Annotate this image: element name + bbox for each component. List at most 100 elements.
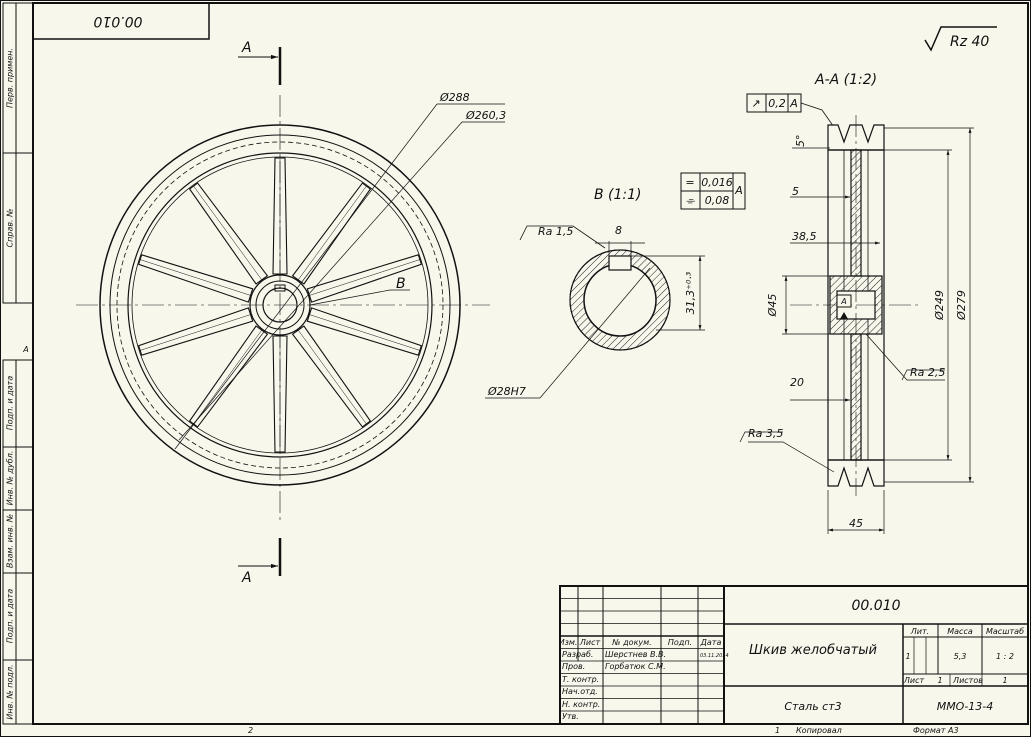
footer-copy-no: 1 bbox=[775, 726, 780, 735]
role-1: Разраб. bbox=[562, 650, 593, 659]
sheets-value: 1 bbox=[1002, 676, 1007, 685]
name-1: Шерстнев В.В. bbox=[605, 650, 666, 659]
section-letter-top: A bbox=[241, 40, 252, 56]
title-name: Шкив желобчатый bbox=[749, 643, 877, 658]
dim-angle: 5° bbox=[794, 135, 807, 148]
section-roughness-2: Ra 3,5 bbox=[748, 427, 783, 440]
role-6: Утв. bbox=[562, 712, 579, 721]
spoke bbox=[137, 307, 254, 356]
hdr-sign: Подп. bbox=[668, 638, 692, 647]
tol-symbol-2: ⌯ bbox=[686, 194, 696, 207]
section-title: A-A (1:2) bbox=[814, 72, 877, 88]
spoke-axis bbox=[193, 329, 263, 425]
roughness-general: Rz 40 bbox=[924, 26, 997, 52]
dim-20: 20 bbox=[790, 376, 804, 389]
spoke-axis bbox=[297, 329, 367, 425]
side-stamp-labels: Перв. примен. Справ. № Подп. и дата Инв.… bbox=[6, 48, 29, 720]
spoke-axis bbox=[140, 259, 251, 296]
scale-label: Масштаб bbox=[986, 627, 1024, 636]
spoke bbox=[272, 335, 288, 453]
stamp-label-3: Подп. и дата bbox=[6, 376, 15, 431]
datum-a-letter: A bbox=[840, 297, 846, 306]
roughness-general-text: Rz 40 bbox=[950, 34, 989, 50]
dim-38-5: 38,5 bbox=[792, 230, 817, 243]
mass-label: Масса bbox=[947, 627, 973, 636]
bore-diameter: Ø28H7 bbox=[487, 385, 526, 398]
side-stamp-column bbox=[2, 2, 34, 725]
tol-symbol-1: = bbox=[685, 176, 694, 189]
name-2: Горбатюк С.М. bbox=[605, 662, 666, 671]
detail-b-label: B bbox=[396, 276, 406, 292]
hdr-list: Лист bbox=[579, 638, 601, 647]
spoke bbox=[306, 307, 423, 356]
section-dimensions bbox=[739, 127, 974, 534]
role-4: Нач.отд. bbox=[562, 687, 598, 696]
section-roughness-1: Ra 2,5 bbox=[910, 366, 945, 379]
spoke bbox=[306, 254, 423, 303]
section-mark-bottom: A bbox=[238, 538, 282, 586]
spoke-axis bbox=[309, 259, 420, 296]
spoke bbox=[188, 182, 269, 285]
spoke-axis bbox=[297, 185, 367, 281]
section-letter-bottom: A bbox=[241, 570, 252, 586]
dim-outer-diameter: Ø288 bbox=[439, 91, 470, 104]
stamp-label-1: Перв. примен. bbox=[6, 48, 15, 108]
title-code: 00.010 bbox=[852, 598, 901, 614]
main-view-dimensions bbox=[174, 103, 505, 450]
tolerance-frame: = 0,016 A ⌯ 0,08 bbox=[680, 172, 746, 210]
tol-value-1: 0,016 bbox=[701, 176, 733, 189]
spoke-axis bbox=[193, 185, 263, 281]
tol-value-2: 0,08 bbox=[705, 194, 730, 207]
mass-value: 5,3 bbox=[954, 652, 967, 661]
side-letter: A bbox=[22, 345, 28, 354]
main-view bbox=[76, 95, 490, 520]
spoke-axis bbox=[140, 314, 251, 351]
scale-value: 1 : 2 bbox=[996, 652, 1014, 661]
top-doc-number-box: 00.010 bbox=[32, 2, 210, 40]
spoke bbox=[291, 325, 372, 428]
stamp-label-5: Взам. инв. № bbox=[6, 514, 15, 568]
dim-d279: Ø279 bbox=[955, 290, 968, 321]
runout-frame: ↗ 0,2 A bbox=[746, 93, 837, 131]
title-org: ММО-13-4 bbox=[937, 700, 994, 713]
detail-roughness: Ra 1,5 bbox=[538, 225, 573, 238]
runout-symbol: ↗ bbox=[751, 97, 760, 110]
tol-datum-1: A bbox=[734, 184, 743, 197]
keyway-depth: 31,3⁺⁰·³ bbox=[684, 271, 697, 314]
sheets-label: Листов bbox=[952, 676, 983, 685]
footer-copied: Копировал bbox=[796, 726, 842, 735]
role-2: Пров. bbox=[562, 662, 585, 671]
title-block-rows bbox=[560, 598, 724, 712]
role-5: Н. контр. bbox=[562, 700, 600, 709]
spokes bbox=[137, 157, 423, 453]
dim-d249: Ø249 bbox=[933, 290, 946, 321]
inner-frame bbox=[32, 2, 1029, 725]
keyway-width: 8 bbox=[615, 224, 622, 237]
stamp-label-6: Подп. и дата bbox=[6, 589, 15, 644]
stamp-label-4: Инв. № дубл. bbox=[6, 451, 15, 506]
spoke bbox=[188, 325, 269, 428]
detail-title: B (1:1) bbox=[594, 187, 642, 203]
sheet-label: Лист bbox=[903, 676, 925, 685]
date-small: 03.11.2014 bbox=[700, 653, 729, 659]
runout-value: 0,2 bbox=[768, 97, 786, 110]
spoke bbox=[137, 254, 254, 303]
hdr-doc: № докум. bbox=[611, 638, 651, 647]
title-material: Сталь ст3 bbox=[784, 700, 841, 713]
stamp-label-7: Инв. № подл. bbox=[6, 664, 15, 719]
runout-datum: A bbox=[789, 97, 798, 110]
section-mark-top: A bbox=[238, 40, 282, 85]
detail-view bbox=[485, 225, 705, 399]
lit-label: Лит. bbox=[910, 627, 929, 636]
dim-d45: Ø45 bbox=[766, 294, 779, 318]
dim-inner-diameter: Ø260,3 bbox=[465, 109, 506, 122]
footer-page: 2 bbox=[248, 726, 253, 735]
title-block bbox=[559, 585, 1029, 725]
spoke bbox=[272, 157, 288, 275]
dim-5: 5 bbox=[792, 185, 799, 198]
sheet-value: 1 bbox=[937, 676, 942, 685]
doc-number-rotated: 00.010 bbox=[93, 13, 142, 29]
dim-45: 45 bbox=[849, 517, 863, 530]
